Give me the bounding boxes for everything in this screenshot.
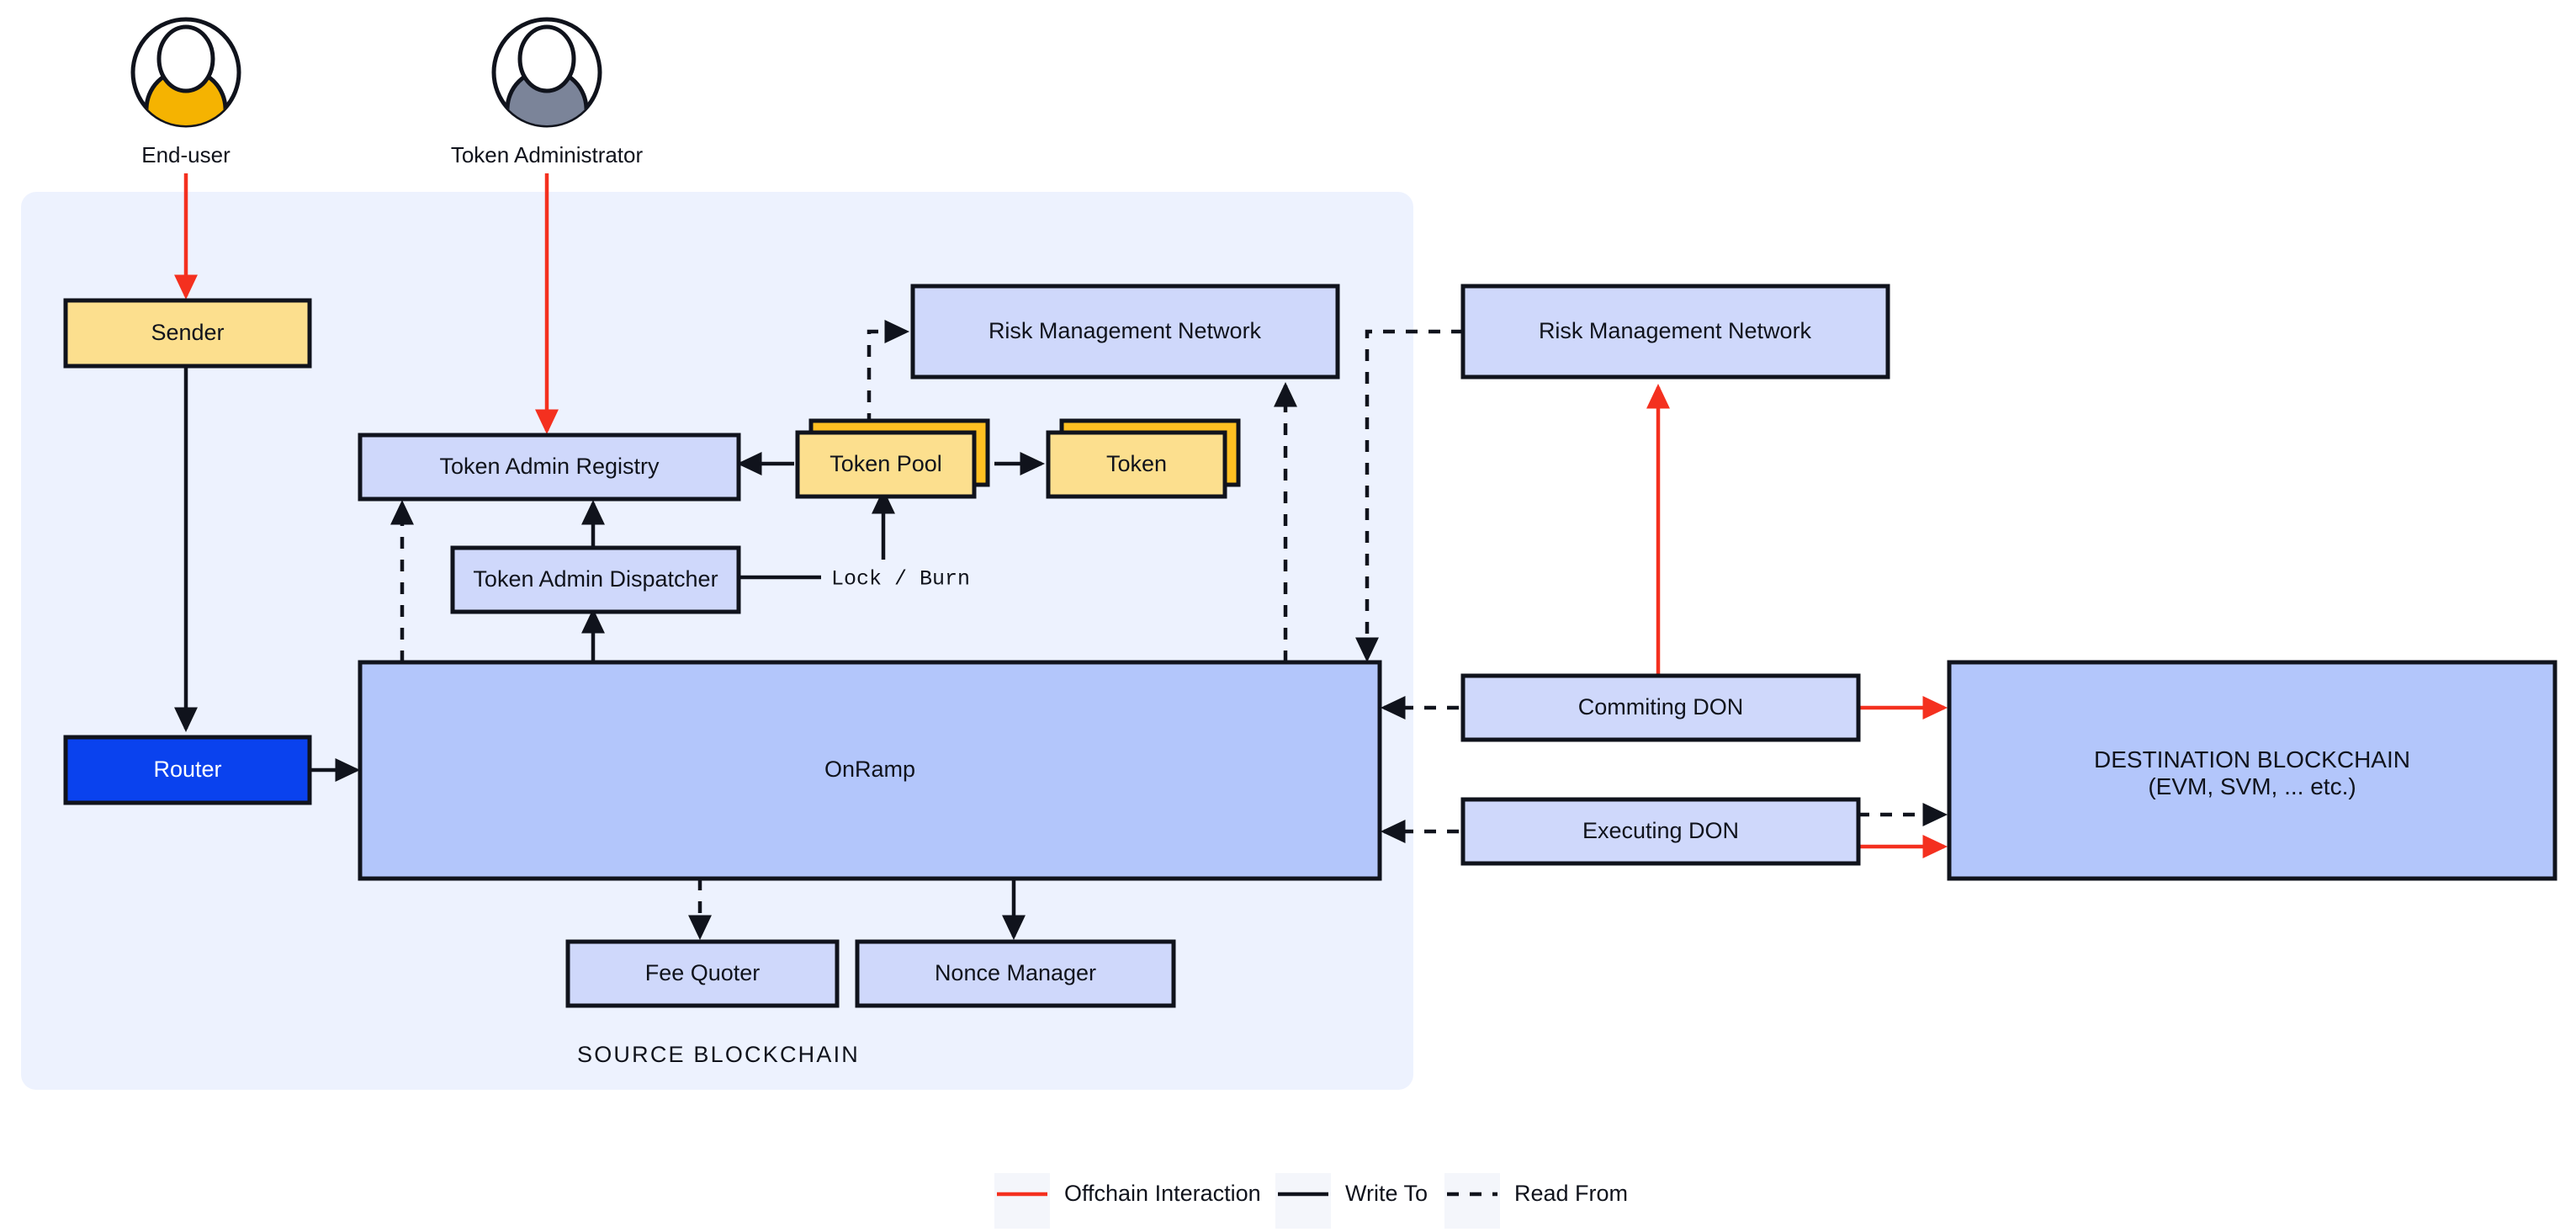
node-risk-management-network-source[interactable]: Risk Management Network [910,284,1340,380]
node-token-admin-dispatcher[interactable]: Token Admin Dispatcher [450,545,741,614]
node-label-onramp: OnRamp [824,757,915,782]
legend-item-read-from: Read From [1444,1173,1628,1229]
legend-label-read-from: Read From [1514,1181,1628,1206]
node-label-token-pool: Token Pool [830,451,942,476]
legend-label-write-to: Write To [1345,1181,1428,1206]
node-label-commiting-don: Commiting DON [1578,694,1744,720]
actor-end-user: End-user [130,17,241,167]
node-label-fee-quoter: Fee Quoter [645,960,761,985]
node-label-rmn-source: Risk Management Network [989,318,1262,343]
node-label-token: Token [1106,451,1167,476]
user-avatar-icon [130,17,241,128]
edge-token-pool-to-rmn-source [867,319,910,425]
node-sender[interactable]: Sender [63,298,312,369]
node-label-rmn-offchain: Risk Management Network [1539,318,1812,343]
node-risk-management-network-offchain[interactable]: Risk Management Network [1460,284,1890,380]
node-label-executing-don: Executing DON [1582,818,1739,843]
node-token-pool[interactable]: Token Pool [795,418,990,499]
node-token-admin-registry[interactable]: Token Admin Registry [358,433,741,502]
edge-rmn-offchain-to-onramp [1354,329,1463,663]
legend: Offchain Interaction Write To Read From [994,1173,1628,1229]
node-router[interactable]: Router [63,735,312,805]
user-avatar-icon [491,17,602,128]
node-destination-blockchain[interactable]: DESTINATION BLOCKCHAIN (EVM, SVM, ... et… [1947,660,2557,881]
node-label-token-admin-registry: Token Admin Registry [439,454,660,479]
legend-item-offchain-interaction: Offchain Interaction [994,1173,1261,1229]
node-nonce-manager[interactable]: Nonce Manager [855,939,1176,1008]
legend-label-offchain-interaction: Offchain Interaction [1064,1181,1261,1206]
actor-token-administrator: Token Administrator [451,17,644,167]
node-token[interactable]: Token [1046,418,1241,499]
zone-label-source-blockchain: SOURCE BLOCKCHAIN [577,1042,860,1067]
node-fee-quoter[interactable]: Fee Quoter [565,939,840,1008]
node-label-nonce-manager: Nonce Manager [935,960,1096,985]
node-executing-don[interactable]: Executing DON [1460,797,1861,866]
node-label-token-admin-dispatcher: Token Admin Dispatcher [473,566,718,592]
node-label-sender: Sender [151,320,224,345]
node-onramp[interactable]: OnRamp [358,660,1382,881]
legend-item-write-to: Write To [1275,1173,1428,1229]
actor-label-end-user: End-user [141,142,231,167]
node-label-router: Router [153,757,221,782]
edge-label-lock-burn: Lock / Burn [831,567,970,592]
actor-label-token-administrator: Token Administrator [451,142,644,167]
destination-label-line2: (EVM, SVM, ... etc.) [2148,773,2356,799]
node-commiting-don[interactable]: Commiting DON [1460,673,1861,742]
destination-label-line1: DESTINATION BLOCKCHAIN [2094,746,2410,773]
